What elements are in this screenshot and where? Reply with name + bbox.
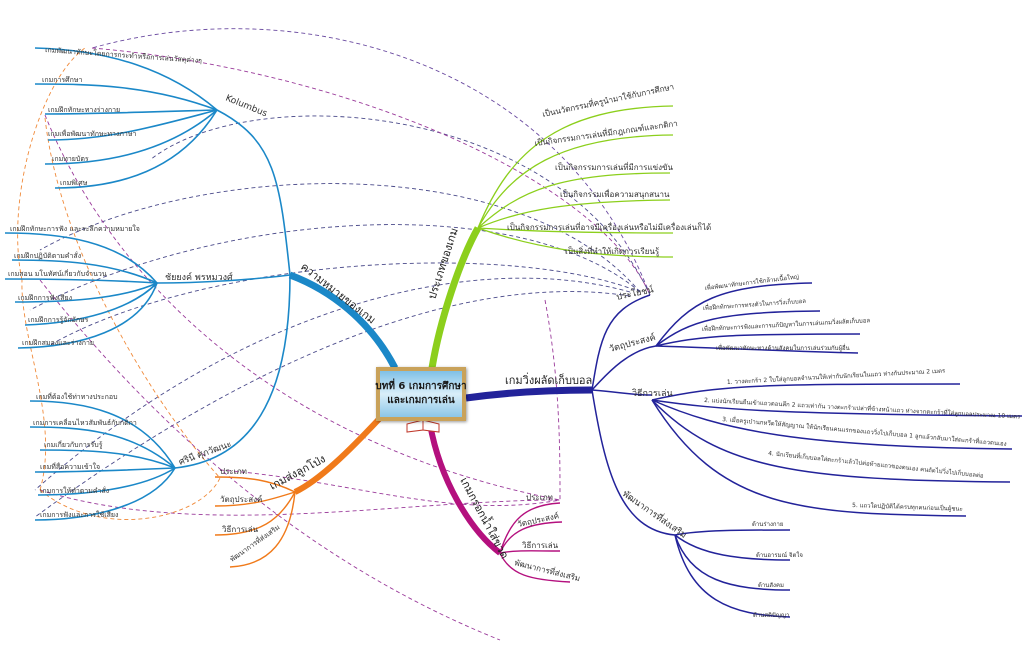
list-item[interactable]: 5. แถวใดปฏิบัติได้ครบทุกคนก่อนเป็นผู้ชนะ [852,500,963,513]
list-item[interactable]: ด้านอารมณ์ จิตใจ [756,551,803,559]
list-item[interactable]: เกมสอน มโนทัศน์เกี่ยวกับจำนวน [8,269,107,278]
list-item[interactable]: เกมการเคลื่อนไหวสัมพันธ์กับกติกา [33,418,137,427]
list-item[interactable]: วิธีการเล่น [521,541,558,550]
list-item[interactable]: 3. เมื่อครูเป่านกหวีดให้สัญญาณ ให้นักเรี… [722,414,1007,448]
chaiyong-label[interactable]: ชัยยงค์ พรหมวงศ์ [165,271,233,283]
list-item[interactable]: วิธีการเล่น [221,525,258,534]
list-item[interactable]: 1. วางตะกร้า 2 ใบใส่ลูกบอลจำนวนให้เท่ากั… [727,367,946,386]
list-item[interactable]: ประเภท [220,467,247,476]
list-item[interactable]: เพื่อพัฒนาทักษะทางด้านสังคมในการเล่นร่วม… [716,344,850,352]
list-item[interactable]: วัตถุประสงค์ [516,510,559,529]
list-item[interactable]: เกมการฟังและการใช้เสียง [40,510,118,519]
branch-ball [465,386,593,402]
list-item[interactable]: เกมพิเศษ [60,179,88,187]
list-item[interactable]: ด้านสติปัญญา [753,612,789,619]
list-item[interactable]: เกมฝึกสมองและร่างกาย [22,338,94,347]
list-item[interactable]: เกมฝึกทักษะการฟัง และระลึกความหมายใจ [10,224,140,233]
list-item[interactable]: เกมฝึกปฏิบัติตามคำสั่ง [14,251,81,260]
list-item[interactable]: เกมการศึกษา [42,75,82,84]
list-item[interactable]: ด้านสังคม [758,582,784,589]
list-item[interactable]: เป็นกิจกรรมการเล่นที่มีการแข่งขัน [555,161,673,172]
list-item[interactable]: เกมทายบัตร [52,155,89,163]
sarinee-items: เกมที่ต้องใช้ท่าทางประกอบ เกมการเคลื่อนไ… [33,392,137,519]
list-item[interactable]: เพื่อฝึกทักษะการทรงตัวในการวิ่งเก็บบอล [703,296,807,312]
branch-meaning [288,271,399,370]
list-item[interactable]: เกมที่ต้องใช้ท่าทางประกอบ [36,392,118,401]
ball-subbranches [591,282,1023,618]
chaiyong-items: เกมฝึกทักษะการฟัง และระลึกความหมายใจ เกม… [8,224,140,347]
list-item[interactable]: เป็นสิ่งที่ทำให้เกิดการเรียนรู้ [565,245,660,257]
list-item[interactable]: เกมเพื่อพัฒนาทักษะทางภาษา [48,129,136,138]
list-item[interactable]: เกมฝึกการรู้จักอักษร [28,315,89,324]
types-leaves [477,105,674,258]
list-item[interactable]: เกมพัฒนาทักษะโดยการกระทำหรือการเล่นวัสดุ… [45,45,203,65]
list-item[interactable]: เป็นกิจกรรมการเล่นที่อาจมีเครื่องเล่นหรื… [507,221,711,232]
list-item[interactable]: ประเภท [526,493,553,502]
branch-types [428,226,482,369]
central-topic[interactable]: บทที่ 6 เกมการศึกษา และเกมการเล่น [375,367,467,421]
bottle-items: ประเภท วัตถุประสงค์ วิธีการเล่น พัฒนาการ… [514,493,582,583]
list-item[interactable]: พัฒนาการที่ส่งเสริม [514,556,582,583]
ball-label[interactable]: เกมวิ่งผลัดเก็บบอล [505,372,592,387]
list-item[interactable]: เป็นนวัตกรรมที่ครูนำมาใช้กับการศึกษา [541,80,675,120]
ball-howto-label[interactable]: วิธีการเล่น [632,388,673,399]
ball-development-items: ด้านร่างกาย ด้านอารมณ์ จิตใจ ด้านสังคม ด… [752,521,803,619]
ball-objective-label[interactable]: วัตถุประสงค์ [608,331,657,355]
meaning-label[interactable]: ความหมายของเกม [298,260,378,326]
list-item[interactable]: วัตถุประสงค์ [220,494,262,504]
ball-development-label[interactable]: พัฒนาการที่ส่งเสริม [620,487,690,541]
list-item[interactable]: เกมที่สื่อความเข้าใจ [40,462,100,471]
list-item[interactable]: 4. นักเรียนที่เก็บบอลใส่ตะกร้าแล้วไปต่อท… [768,448,985,480]
meaning-subbranches [4,47,291,521]
central-topic-line1: บทที่ 6 เกมการศึกษา [375,381,467,392]
list-item[interactable]: เกมการให้ทำตามคำสั่ง [40,486,109,495]
central-topic-line2: และเกมการเล่น [387,395,455,406]
kolumbus-label[interactable]: Kolumbus [224,94,269,120]
list-item[interactable]: เกมฝึกการฟังเสียง [18,293,72,302]
list-item[interactable]: เป็นกิจกรรมเพื่อความสนุกสนาน [560,188,670,199]
branch-balloon [293,415,383,495]
sarinee-label[interactable]: ศรินี ศุภวัฒนะ [177,438,233,467]
kolumbus-items: เกมพัฒนาทักษะโดยการกระทำหรือการเล่นวัสดุ… [42,45,202,187]
list-item[interactable]: 2. แบ่งนักเรียนยืนเข้าแถวตอนลึก 2 แถวเท่… [704,396,1021,421]
types-items: เป็นนวัตกรรมที่ครูนำมาใช้กับการศึกษา เป็… [507,80,711,257]
branch-bottle [427,423,502,556]
list-item[interactable]: เพื่อพัฒนาทักษะการใช้กล้ามเนื้อใหญ่ [704,271,799,292]
bottle-leaves [499,502,571,583]
list-item[interactable]: ด้านร่างกาย [752,521,783,528]
list-item[interactable]: เกมฝึกทักษะทางร่างกาย [48,105,120,114]
list-item[interactable]: เพื่อฝึกทักษะการฟังและการแก้ปัญหาในการเล… [702,315,871,333]
balloon-leaves [214,476,296,568]
balloon-label[interactable]: เกมส่งลูกโป่ง [267,451,328,492]
list-item[interactable]: เกมเกี่ยวกับการรับรู้ [44,440,103,449]
